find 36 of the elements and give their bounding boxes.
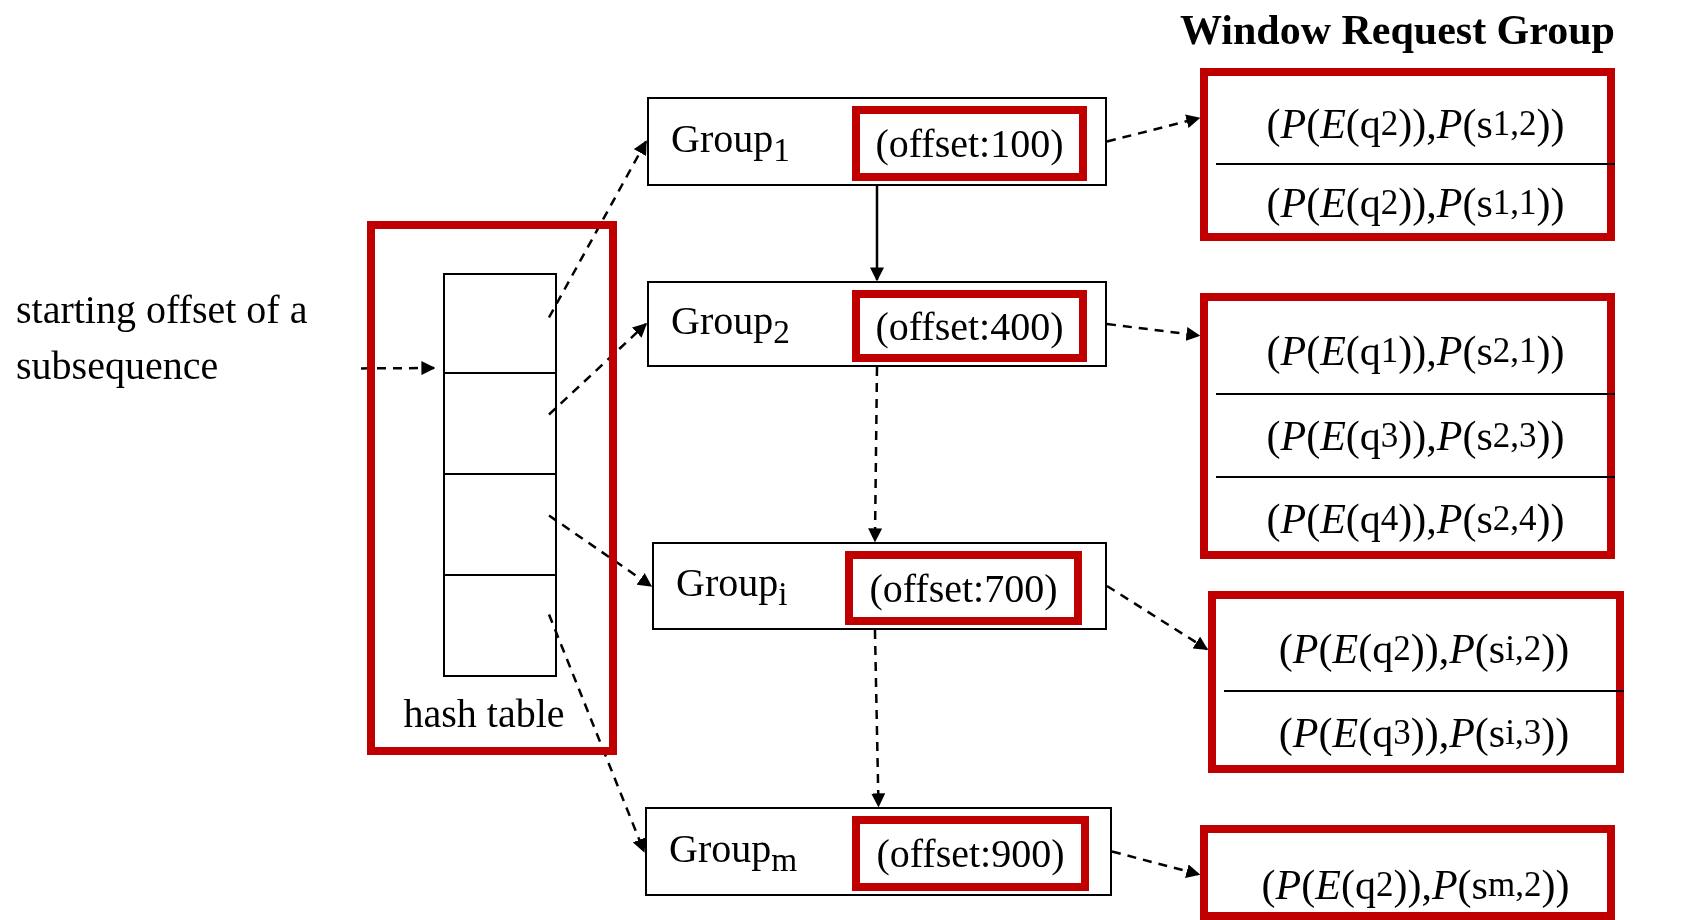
- table-cell: [443, 475, 557, 576]
- arrow: [868, 367, 883, 543]
- arrow: [871, 629, 886, 808]
- offset-highlight: (offset:900): [852, 816, 1089, 891]
- highlight-frame: [367, 221, 617, 755]
- text-label: starting offset of a subsequence: [16, 282, 361, 402]
- highlight-frame: [1200, 293, 1615, 559]
- group-box: [645, 807, 1112, 896]
- offset-highlight: (offset:400): [852, 290, 1087, 362]
- group-name: Group$_{2}$: [671, 297, 790, 351]
- arrow: [870, 186, 884, 282]
- group-name: Group$_{1}$: [671, 114, 790, 169]
- arrow: [1106, 114, 1201, 143]
- arrow: [1106, 584, 1209, 651]
- offset-highlight: (offset:700): [845, 551, 1082, 625]
- column-heading: Window Request Group: [1180, 6, 1615, 54]
- table-cell: [443, 576, 557, 677]
- highlight-frame: [1200, 825, 1615, 920]
- arrow: [1111, 850, 1201, 878]
- arrow: [548, 323, 647, 416]
- group-name: Group$_{i}$: [676, 559, 788, 613]
- arrow: [547, 614, 646, 853]
- offset-highlight: (offset:100): [852, 106, 1087, 181]
- arrow: [548, 514, 653, 588]
- group-name: Group$_{m}$: [669, 824, 798, 879]
- table-caption: hash table: [402, 690, 566, 737]
- table-cell: [443, 273, 557, 374]
- group-box: [647, 97, 1107, 186]
- group-box: [652, 542, 1107, 630]
- highlight-frame: [1208, 591, 1624, 773]
- arrow: [547, 140, 648, 319]
- arrow: [1106, 322, 1201, 341]
- arrow: [361, 361, 436, 376]
- table-cell: [443, 374, 557, 475]
- highlight-frame: [1200, 68, 1615, 241]
- group-box: [647, 281, 1107, 367]
